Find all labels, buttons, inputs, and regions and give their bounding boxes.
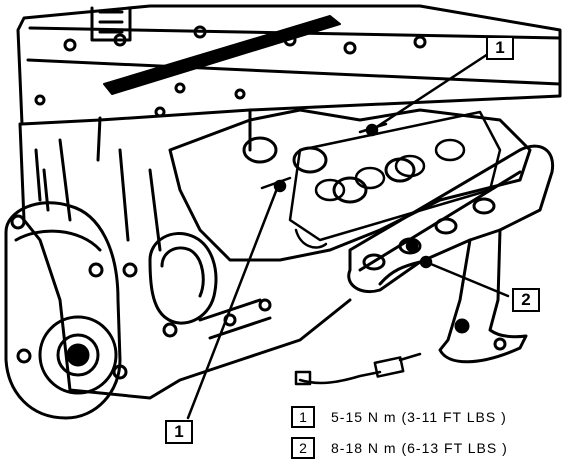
- exhaust-manifold: [347, 144, 555, 293]
- legend-spec-1: 5-15 N m (3-11 FT LBS ): [331, 409, 507, 425]
- legend-key-2: 2: [291, 437, 315, 459]
- legend-row-2: 2 8-18 N m (6-13 FT LBS ): [291, 436, 508, 460]
- callout-leader-lines: [186, 52, 510, 420]
- exhaust-outlet-flange: [438, 228, 528, 364]
- rear-seal-housing: [148, 232, 218, 325]
- callout-1-bottom: 1: [165, 420, 193, 444]
- manifold-studs: [260, 122, 433, 269]
- oxygen-sensor: [294, 352, 422, 386]
- legend-row-1: 1 5-15 N m (3-11 FT LBS ): [291, 405, 507, 429]
- callout-1-top: 1: [486, 36, 514, 60]
- legend-spec-2: 8-18 N m (6-13 FT LBS ): [331, 440, 508, 456]
- cylinder-head: [16, 4, 562, 162]
- oil-filler-cap: [90, 6, 132, 42]
- crankshaft-pulley: [38, 315, 118, 395]
- callout-2-right: 2: [512, 288, 540, 312]
- camshaft-cover-strip: [103, 15, 341, 95]
- timing-belt-cover: [4, 201, 128, 420]
- legend-key-1: 1: [291, 406, 315, 428]
